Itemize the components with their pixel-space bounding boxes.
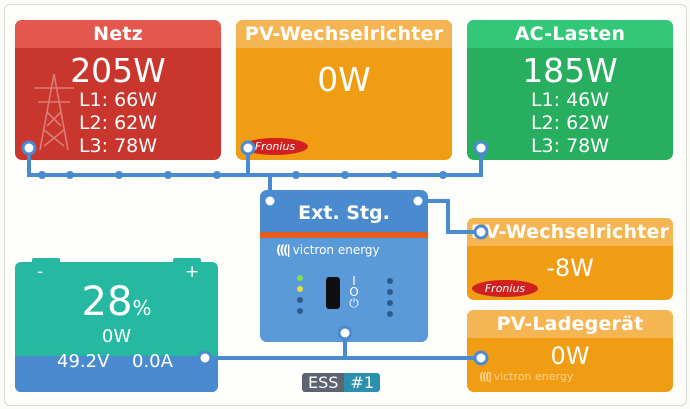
- battery-voltage: 49.2V: [57, 351, 110, 372]
- ac-loads-l2: L2: 62W: [530, 112, 610, 134]
- pv-inverter-power: 0W: [317, 60, 371, 99]
- inverter-ac-out-connector: [410, 193, 426, 209]
- power-pylon-icon: [34, 73, 74, 151]
- victron-brand: victron energy: [292, 243, 380, 257]
- pv-inverter-title: PV-Wechselrichter: [236, 20, 452, 48]
- grid-connector: [21, 140, 37, 156]
- led-yellow: [297, 286, 303, 292]
- battery-tile[interactable]: - + 28% 0W 49.2V 0.0A: [15, 258, 218, 392]
- pv-ac-connector: [473, 224, 489, 240]
- battery-terminal-minus: [32, 258, 60, 264]
- loads-connector: [473, 140, 489, 156]
- pv-connector: [240, 140, 256, 156]
- led-off: [387, 300, 393, 306]
- pv-charger-tile[interactable]: PV-Ladegerät 0W (((| victron energy: [467, 310, 673, 392]
- ac-loads-title: AC-Lasten: [467, 20, 673, 48]
- battery-plus: +: [185, 262, 200, 282]
- led-off: [297, 308, 303, 314]
- battery-soc: 28%: [15, 280, 218, 324]
- inverter-title: Ext. Stg.: [298, 202, 390, 224]
- led-off: [387, 311, 393, 317]
- victron-brand: victron energy: [493, 370, 574, 383]
- display-window: [326, 277, 340, 309]
- grid-title: Netz: [15, 20, 221, 48]
- battery-terminal-plus: [173, 258, 201, 264]
- battery-body: - + 28% 0W 49.2V 0.0A: [15, 262, 218, 392]
- pv-charger-title: PV-Ladegerät: [467, 310, 673, 338]
- pv-inverter-ac-power: -8W: [546, 254, 594, 282]
- grid-power: 205W: [70, 51, 166, 90]
- ac-loads-power: 185W: [522, 51, 618, 90]
- grid-l1: L1: 66W: [78, 89, 158, 111]
- victron-logo: (((| victron energy: [479, 370, 573, 383]
- inverter-ac-in-connector: [262, 193, 278, 209]
- battery-current: 0.0A: [132, 351, 173, 372]
- battery-minus: -: [37, 262, 44, 282]
- victron-logo: (((| victron energy: [276, 242, 380, 258]
- battery-fill-level: [15, 355, 218, 392]
- pv-inverter-tile[interactable]: PV-Wechselrichter 0W Fronius: [236, 20, 452, 160]
- led-off: [387, 289, 393, 295]
- victron-wave-icon: (((|: [276, 243, 291, 257]
- ac-loads-l3: L3: 78W: [530, 135, 610, 157]
- victron-wave-icon: (((|: [479, 370, 492, 383]
- battery-connector: [197, 350, 213, 366]
- ac-loads-tile[interactable]: AC-Lasten 185W L1: 46W L2: 62W L3: 78W: [467, 20, 673, 160]
- battery-power: 0W: [101, 326, 132, 347]
- fronius-logo: Fronius: [242, 138, 308, 155]
- grid-tile[interactable]: Netz 205W L1: 66W L2: 62W L3: 78W: [15, 20, 221, 160]
- ac-loads-l1: L1: 46W: [530, 89, 610, 111]
- led-off: [297, 297, 303, 303]
- pv-charger-power: 0W: [550, 342, 590, 370]
- inverter-stripe: [260, 232, 428, 238]
- led-green: [297, 275, 303, 281]
- led-off: [387, 278, 393, 284]
- battery-soc-value: 28: [81, 279, 133, 325]
- battery-soc-unit: %: [132, 296, 152, 320]
- pv-charger-connector: [473, 350, 489, 366]
- pv-inverter-ac-title: PV-Wechselrichter: [467, 218, 673, 246]
- ess-label: ESS: [302, 373, 345, 392]
- fronius-logo: Fronius: [472, 280, 538, 297]
- ess-badge: ESS#1: [302, 372, 381, 393]
- pv-inverter-ac-tile[interactable]: PV-Wechselrichter -8W Fronius: [467, 218, 673, 300]
- grid-l3: L3: 78W: [78, 135, 158, 157]
- inverter-dc-connector: [337, 325, 353, 341]
- ess-number: #1: [344, 373, 381, 392]
- grid-l2: L2: 62W: [78, 112, 158, 134]
